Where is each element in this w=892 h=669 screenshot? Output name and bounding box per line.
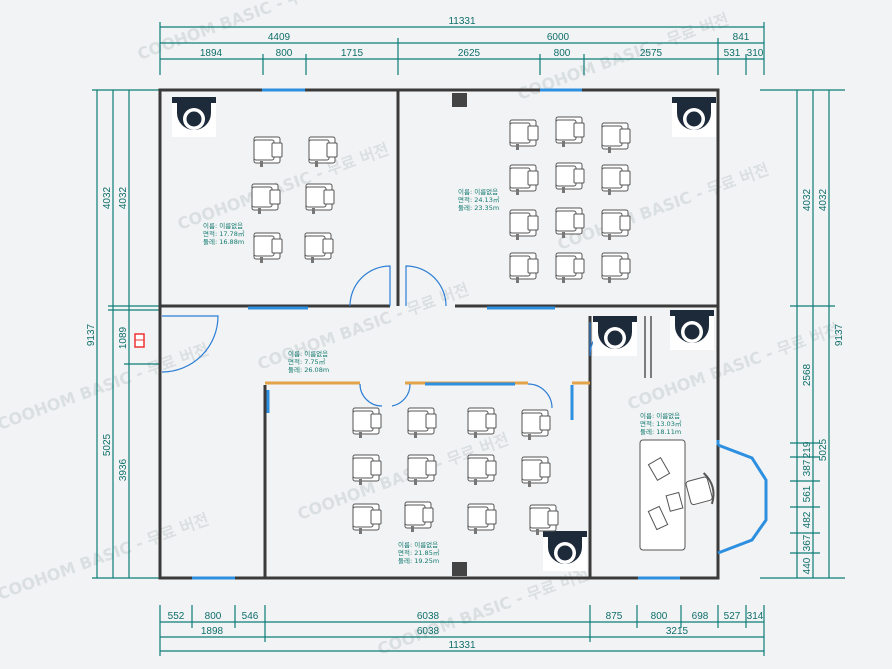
svg-text:이름: 이름없음: 이름: 이름없음 (398, 540, 438, 549)
svg-text:둘레: 23.35m: 둘레: 23.35m (458, 203, 499, 212)
windows (192, 88, 768, 580)
room-label-office: 이름: 이름없음 면적: 13.03㎡ 둘레: 18.11m (640, 411, 682, 436)
right-dimensions: 4032 4032 9137 2568 219 5025 387 561 482… (760, 89, 845, 579)
cctv-cameras (172, 97, 716, 571)
svg-text:3215: 3215 (666, 626, 689, 637)
svg-text:698: 698 (692, 611, 709, 622)
svg-text:이름: 이름없음: 이름: 이름없음 (203, 221, 243, 230)
svg-text:4409: 4409 (268, 32, 291, 43)
svg-text:둘레: 19.25m: 둘레: 19.25m (398, 556, 439, 565)
svg-text:면적: 17.78㎡: 면적: 17.78㎡ (203, 229, 245, 238)
svg-text:5025: 5025 (818, 438, 829, 461)
svg-text:이름: 이름없음: 이름: 이름없음 (458, 187, 498, 196)
svg-text:COOHOM BASIC - 무료 버전: COOHOM BASIC - 무료 버전 (135, 0, 351, 64)
svg-text:면적: 24.13㎡: 면적: 24.13㎡ (458, 195, 500, 204)
svg-text:COOHOM BASIC - 무료 버전: COOHOM BASIC - 무료 버전 (0, 339, 211, 433)
svg-text:6000: 6000 (547, 32, 570, 43)
column (452, 562, 467, 576)
svg-text:2625: 2625 (458, 48, 481, 59)
svg-text:561: 561 (802, 485, 813, 502)
svg-text:800: 800 (276, 48, 293, 59)
room-labels: 이름: 이름없음 면적: 17.78㎡ 둘레: 16.88m 이름: 이름없음 … (203, 187, 682, 565)
cctv-camera-icon (672, 97, 716, 137)
svg-text:둘레: 18.11m: 둘레: 18.11m (640, 427, 681, 436)
svg-text:482: 482 (802, 511, 813, 528)
column (452, 93, 467, 107)
svg-text:367: 367 (802, 534, 813, 551)
cctv-camera-icon (593, 316, 637, 356)
doors (161, 265, 625, 409)
cctv-camera-icon (670, 310, 714, 350)
svg-text:800: 800 (651, 611, 668, 622)
svg-text:841: 841 (733, 32, 750, 43)
svg-text:4032: 4032 (102, 186, 113, 209)
svg-text:531: 531 (724, 48, 741, 59)
svg-text:1089: 1089 (118, 326, 129, 349)
svg-text:219: 219 (802, 441, 813, 458)
left-dimensions: 9137 4032 4032 1089 5025 3936 (86, 89, 160, 579)
svg-text:면적: 21.85㎡: 면적: 21.85㎡ (398, 548, 440, 557)
svg-text:546: 546 (242, 611, 259, 622)
svg-text:2568: 2568 (802, 363, 813, 386)
svg-text:둘레: 26.08m: 둘레: 26.08m (288, 365, 329, 374)
svg-text:1898: 1898 (201, 626, 224, 637)
svg-text:이름: 이름없음: 이름: 이름없음 (640, 411, 680, 420)
svg-text:387: 387 (802, 459, 813, 476)
svg-text:이름: 이름없음: 이름: 이름없음 (288, 349, 328, 358)
svg-text:4032: 4032 (802, 188, 813, 211)
walls (158, 88, 720, 580)
svg-text:면적: 13.03㎡: 면적: 13.03㎡ (640, 419, 682, 428)
svg-text:COOHOM BASIC - 무료 버전: COOHOM BASIC - 무료 버전 (555, 159, 771, 253)
chairs-top-right (509, 116, 631, 284)
room-label-bottom: 이름: 이름없음 면적: 21.85㎡ 둘레: 19.25m (398, 540, 440, 565)
room-label-hall: 이름: 이름없음 면적: 7.75㎡ 둘레: 26.08m (288, 349, 329, 374)
svg-text:314: 314 (747, 611, 764, 622)
svg-text:800: 800 (205, 611, 222, 622)
svg-text:9137: 9137 (834, 323, 845, 346)
dim-top-total: 11331 (448, 16, 476, 27)
svg-text:800: 800 (554, 48, 571, 59)
svg-text:6038: 6038 (417, 626, 440, 637)
svg-text:6038: 6038 (417, 611, 440, 622)
svg-text:310: 310 (747, 48, 764, 59)
room-label-top-right: 이름: 이름없음 면적: 24.13㎡ 둘레: 23.35m (458, 187, 500, 212)
svg-text:1894: 1894 (200, 48, 223, 59)
svg-text:둘레: 16.88m: 둘레: 16.88m (203, 237, 244, 246)
svg-text:5025: 5025 (102, 433, 113, 456)
svg-text:면적: 7.75㎡: 면적: 7.75㎡ (288, 357, 326, 366)
chairs-bottom (352, 407, 559, 536)
svg-text:COOHOM BASIC - 무료 버전: COOHOM BASIC - 무료 버전 (175, 139, 391, 233)
svg-text:COOHOM BASIC - 무료 버전: COOHOM BASIC - 무료 버전 (0, 509, 211, 603)
office-chair (685, 472, 715, 506)
svg-text:440: 440 (802, 557, 813, 574)
cctv-camera-icon (543, 531, 587, 571)
svg-text:527: 527 (724, 611, 741, 622)
bottom-dimensions: 552 800 546 6038 875 800 698 527 314 189… (159, 605, 765, 656)
top-dimensions: 11331 4409 6000 841 1894 800 1715 2625 8… (159, 16, 765, 75)
svg-text:552: 552 (168, 611, 185, 622)
svg-text:3936: 3936 (118, 458, 129, 481)
cctv-camera-icon (172, 97, 216, 137)
room-label-top-left: 이름: 이름없음 면적: 17.78㎡ 둘레: 16.88m (203, 221, 245, 246)
svg-text:1715: 1715 (341, 48, 364, 59)
office-desk (639, 439, 715, 551)
svg-text:4032: 4032 (118, 186, 129, 209)
chairs-top-left (251, 136, 338, 264)
svg-text:4032: 4032 (818, 188, 829, 211)
svg-text:875: 875 (606, 611, 623, 622)
svg-text:9137: 9137 (86, 323, 97, 346)
entrance-marker-icon (134, 333, 145, 348)
svg-text:2575: 2575 (640, 48, 663, 59)
dim-bottom-total: 11331 (448, 640, 476, 651)
